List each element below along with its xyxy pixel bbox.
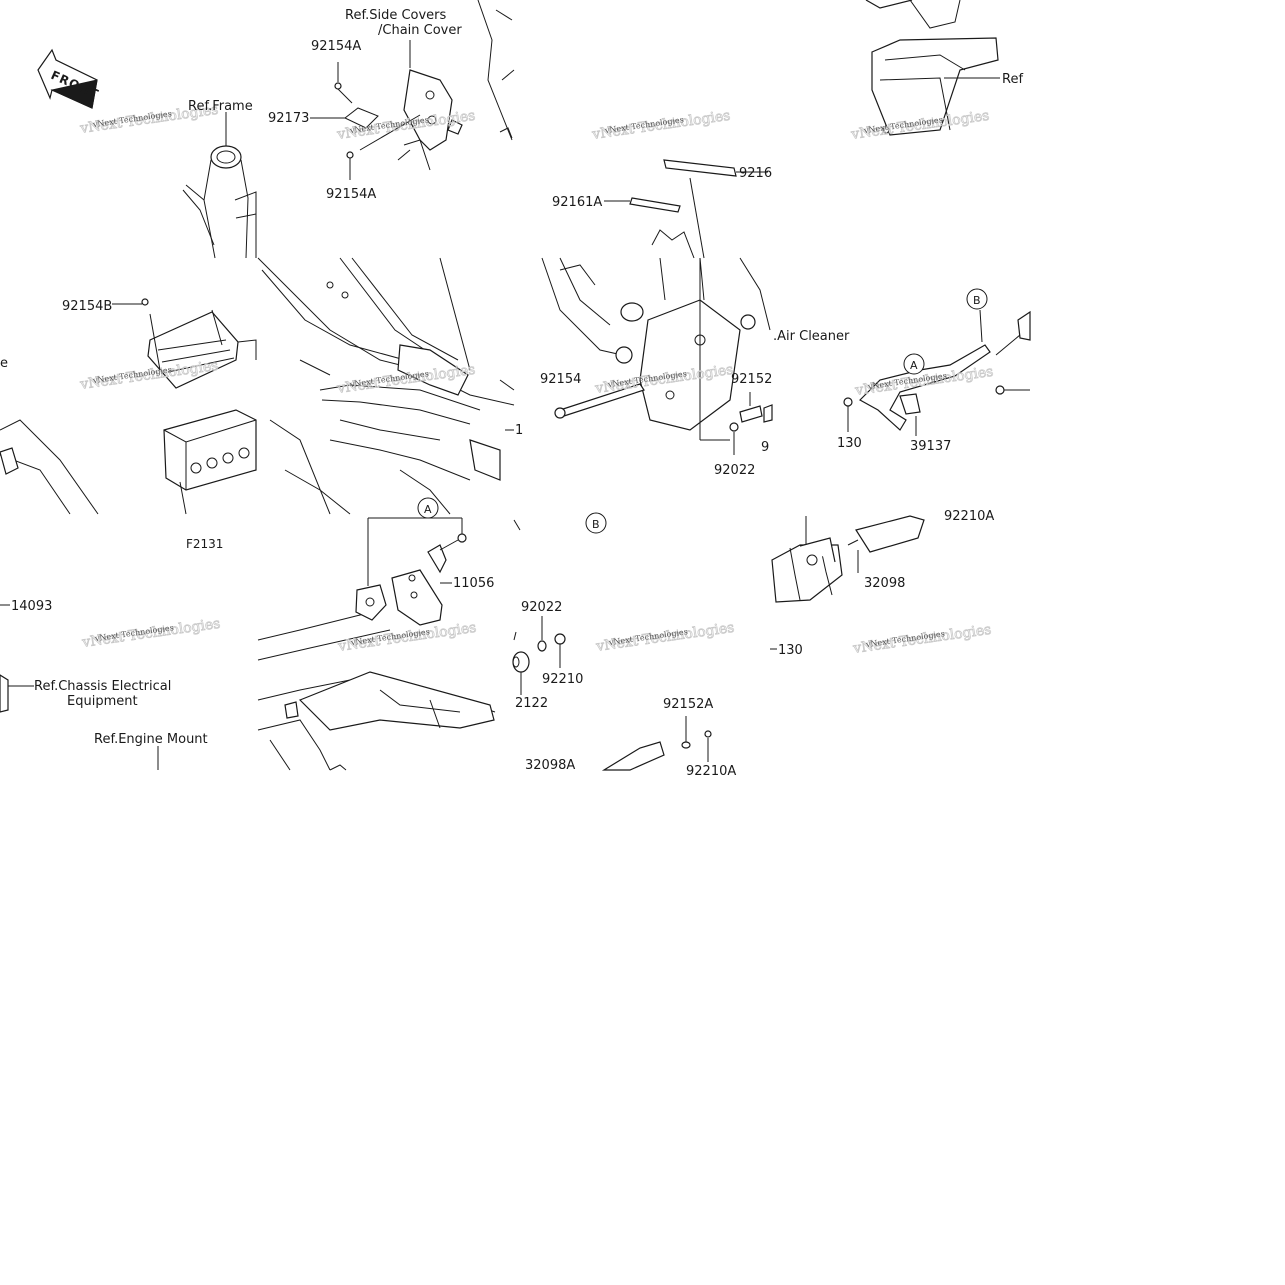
part-92210A-bottom: 92210A (686, 764, 736, 779)
part-92161A: 92161A (552, 195, 602, 210)
relay-32098-sketch (771, 515, 925, 603)
part-92022-mid: 92022 (714, 463, 755, 478)
part-number-labels: 92154A 92173 92154A 9216 92161A 92154B 9… (11, 39, 994, 779)
part-92154: 92154 (540, 372, 581, 387)
ref-chassis-line1: Ref.Chassis Electrical (34, 679, 171, 694)
part-32098A: 32098A (525, 758, 575, 773)
mount-rubber-sketch (512, 512, 712, 771)
ref-chassis-line2: Equipment (67, 694, 138, 709)
part-2122: 2122 (515, 696, 548, 711)
ref-frame-label: Ref.Frame (188, 99, 253, 114)
ref-air-cleaner-label: .Air Cleaner (773, 329, 850, 344)
callout-a-upper: A (910, 359, 918, 372)
frame-head-tube-sketch (182, 112, 257, 259)
part-92210: 92210 (542, 672, 583, 687)
part-F2131: F2131 (186, 537, 223, 551)
part-9-fragment: 9 (761, 440, 769, 455)
part-1-fragment: 1 (515, 423, 523, 438)
battery-sketch (0, 298, 257, 515)
rear-frame-sketch (257, 497, 496, 771)
ref-top-right-label: Ref (1002, 72, 1023, 87)
callout-letters: A B A B (424, 294, 981, 531)
callout-b-upper: B (973, 294, 981, 307)
engine-mount-sketch (541, 257, 773, 455)
ref-fragment-e: e (0, 356, 8, 371)
part-92022-low: 92022 (521, 600, 562, 615)
reference-labels: Ref.Side Covers /Chain Cover Ref.Frame R… (0, 8, 1023, 747)
part-92154A-bottom: 92154A (326, 187, 376, 202)
ref-side-covers-line2: /Chain Cover (378, 23, 462, 38)
front-arrow-badge: FRONT (37, 48, 101, 109)
watermarks: vNext Technologies vNext Technologies vN… (78, 101, 995, 657)
ref-engine-mount-label: Ref.Engine Mount (94, 732, 208, 747)
decal-strips-sketch (604, 159, 768, 259)
part-92154B: 92154B (62, 299, 112, 314)
frame-center-sketch (257, 257, 515, 515)
part-92152: 92152 (731, 372, 772, 387)
side-cover-bracket-sketch (310, 0, 515, 180)
ref-side-covers-line1: Ref.Side Covers (345, 8, 447, 23)
callout-b-lower: B (592, 518, 600, 531)
part-92152A: 92152A (663, 697, 713, 712)
part-14093: 14093 (11, 599, 52, 614)
part-92210A-top: 92210A (944, 509, 994, 524)
part-9216: 9216 (739, 166, 772, 181)
part-92173: 92173 (268, 111, 309, 126)
part-130-mid: 130 (837, 436, 862, 451)
part-39137: 39137 (910, 439, 951, 454)
part-92154A-top: 92154A (311, 39, 361, 54)
tray-top-right-sketch (865, 0, 1000, 136)
part-32098: 32098 (864, 576, 905, 591)
part-11056: 11056 (453, 576, 494, 591)
part-130-fragment: 130 (778, 643, 803, 658)
callout-a-lower: A (424, 503, 432, 516)
bracket-39137-sketch (843, 288, 1031, 436)
